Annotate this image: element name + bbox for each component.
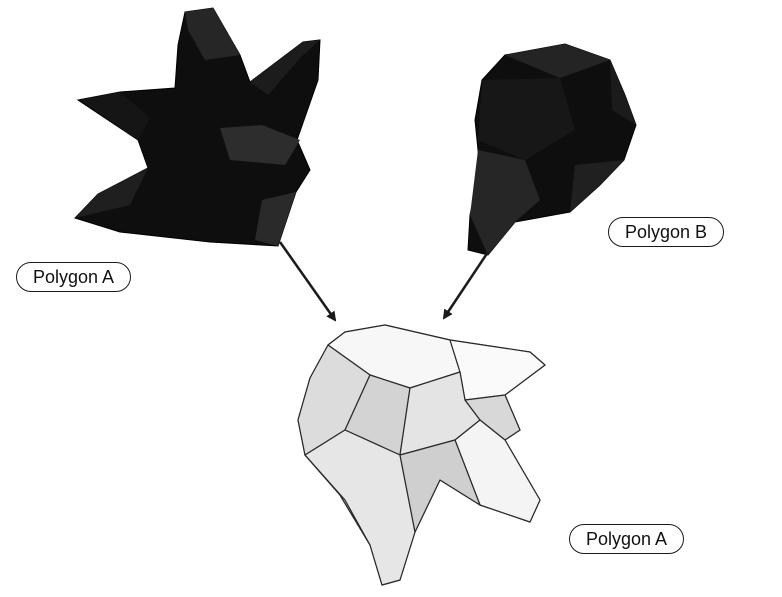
arrow-b-to-result <box>444 252 488 318</box>
polygon-a-label-top: Polygon A <box>16 262 131 292</box>
polygon-a-label-bottom: Polygon A <box>569 524 684 554</box>
arrow-a-to-result <box>280 242 335 320</box>
polygon-a-light-shape <box>298 325 545 585</box>
polygon-b-label: Polygon B <box>608 217 724 247</box>
polygon-a-dark-shape <box>75 8 320 246</box>
